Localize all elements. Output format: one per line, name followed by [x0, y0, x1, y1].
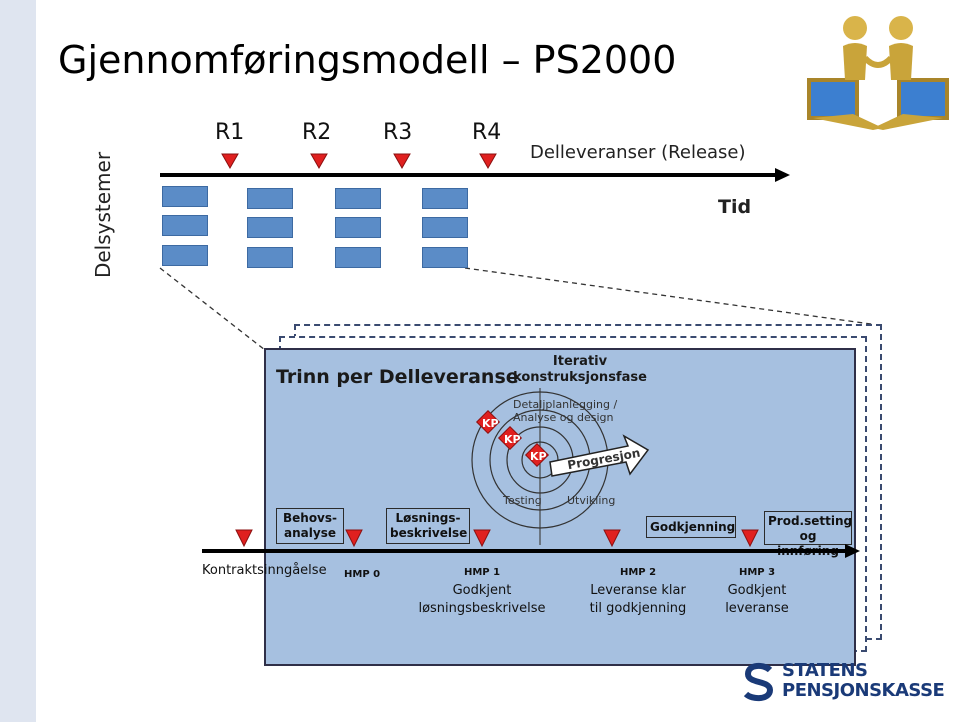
development-label: Utvikling [567, 494, 616, 507]
milestone-hmp1-line2: løsningsbeskrivelse [418, 601, 546, 616]
panel-title: Trinn per Delleveranse [276, 366, 519, 388]
phase-box-behovsanalyse: Behovs-analyse [276, 508, 344, 544]
milestone-marker-hmp3 [741, 529, 759, 548]
milestone-hmp2-line1: Leveranse klar [590, 583, 686, 598]
milestone-hmp3-group: HMP 3 Godkjent leveranse [722, 564, 792, 618]
milestone-marker-hmp2 [603, 529, 621, 548]
iterative-phase-title: Iterativ konstruksjonsfase [513, 354, 647, 385]
logo-line1: STATENS [782, 660, 868, 681]
release-marker-r2 [310, 153, 328, 170]
module-box [162, 245, 208, 266]
top-timeline-arrowhead [775, 168, 790, 182]
module-box [335, 217, 381, 238]
kp-diamond-2 [497, 425, 523, 451]
milestone-hmp1-group: HMP 1 Godkjent løsningsbeskrivelse [416, 564, 548, 618]
logo-mark-icon [743, 662, 774, 702]
milestone-hmp3-line2: leveranse [725, 601, 789, 616]
module-box [162, 215, 208, 236]
module-box [247, 217, 293, 238]
kp-label-2: KP [504, 433, 521, 446]
testing-label: Testing [503, 494, 542, 507]
milestone-hmp2-line2: til godkjenning [589, 601, 687, 616]
kp-diamond-3 [524, 442, 550, 468]
module-box [162, 186, 208, 207]
module-box [247, 247, 293, 268]
bottom-timeline-arrowhead [845, 544, 860, 558]
page-title: Gjennomføringsmodell – PS2000 [58, 38, 677, 82]
module-box [335, 188, 381, 209]
kp-diamond-1 [475, 409, 501, 435]
milestone-hmp2-group: HMP 2 Leveranse klar til godkjenning [586, 564, 690, 618]
people-at-laptops-illustration [807, 16, 949, 130]
milestone-marker-hmp0 [345, 529, 363, 548]
kp-label-1: KP [482, 417, 499, 430]
release-label-r1: R1 [215, 120, 245, 145]
phase-box-losningsbeskrivelse: Løsnings-beskrivelse [386, 508, 470, 544]
module-box [422, 188, 468, 209]
module-box [247, 188, 293, 209]
progression-arrow [549, 434, 650, 477]
time-axis-label: Tid [718, 196, 752, 218]
milestone-hmp2-label: HMP 2 [619, 567, 657, 578]
statens-pensjonskasse-logo: STATENS PENSJONSKASSE [742, 660, 945, 704]
milestone-hmp3-label: HMP 3 [738, 567, 776, 578]
milestone-hmp0: HMP 0 [344, 569, 381, 580]
perspective-line-right [464, 267, 879, 326]
milestone-hmp3-line1: Godkjent [727, 583, 787, 598]
module-box [335, 247, 381, 268]
milestone-kontraktsinngaelse: Kontraktsinngåelse [202, 563, 327, 578]
milestone-marker-kontrakt [235, 529, 253, 548]
left-accent-bar [0, 0, 36, 722]
phase-panel [264, 348, 856, 666]
milestone-marker-hmp1 [473, 529, 491, 548]
design-label: Detaljplanlegging / Analyse og design [513, 398, 618, 424]
release-marker-r1 [221, 153, 239, 170]
release-label-r3: R3 [383, 120, 413, 145]
logo-line2: PENSJONSKASSE [782, 680, 945, 701]
release-label-r4: R4 [472, 120, 502, 145]
module-box [422, 217, 468, 238]
milestone-hmp1-line1: Godkjent [452, 583, 512, 598]
kp-label-3: KP [530, 450, 547, 463]
release-label-r2: R2 [302, 120, 332, 145]
release-marker-r3 [393, 153, 411, 170]
release-marker-r4 [479, 153, 497, 170]
milestone-hmp1-label: HMP 1 [463, 567, 501, 578]
module-box [422, 247, 468, 268]
phase-box-godkjenning: Godkjenning [646, 516, 736, 538]
perspective-line-left [159, 267, 266, 351]
release-caption: Delleveranser (Release) [530, 142, 746, 163]
